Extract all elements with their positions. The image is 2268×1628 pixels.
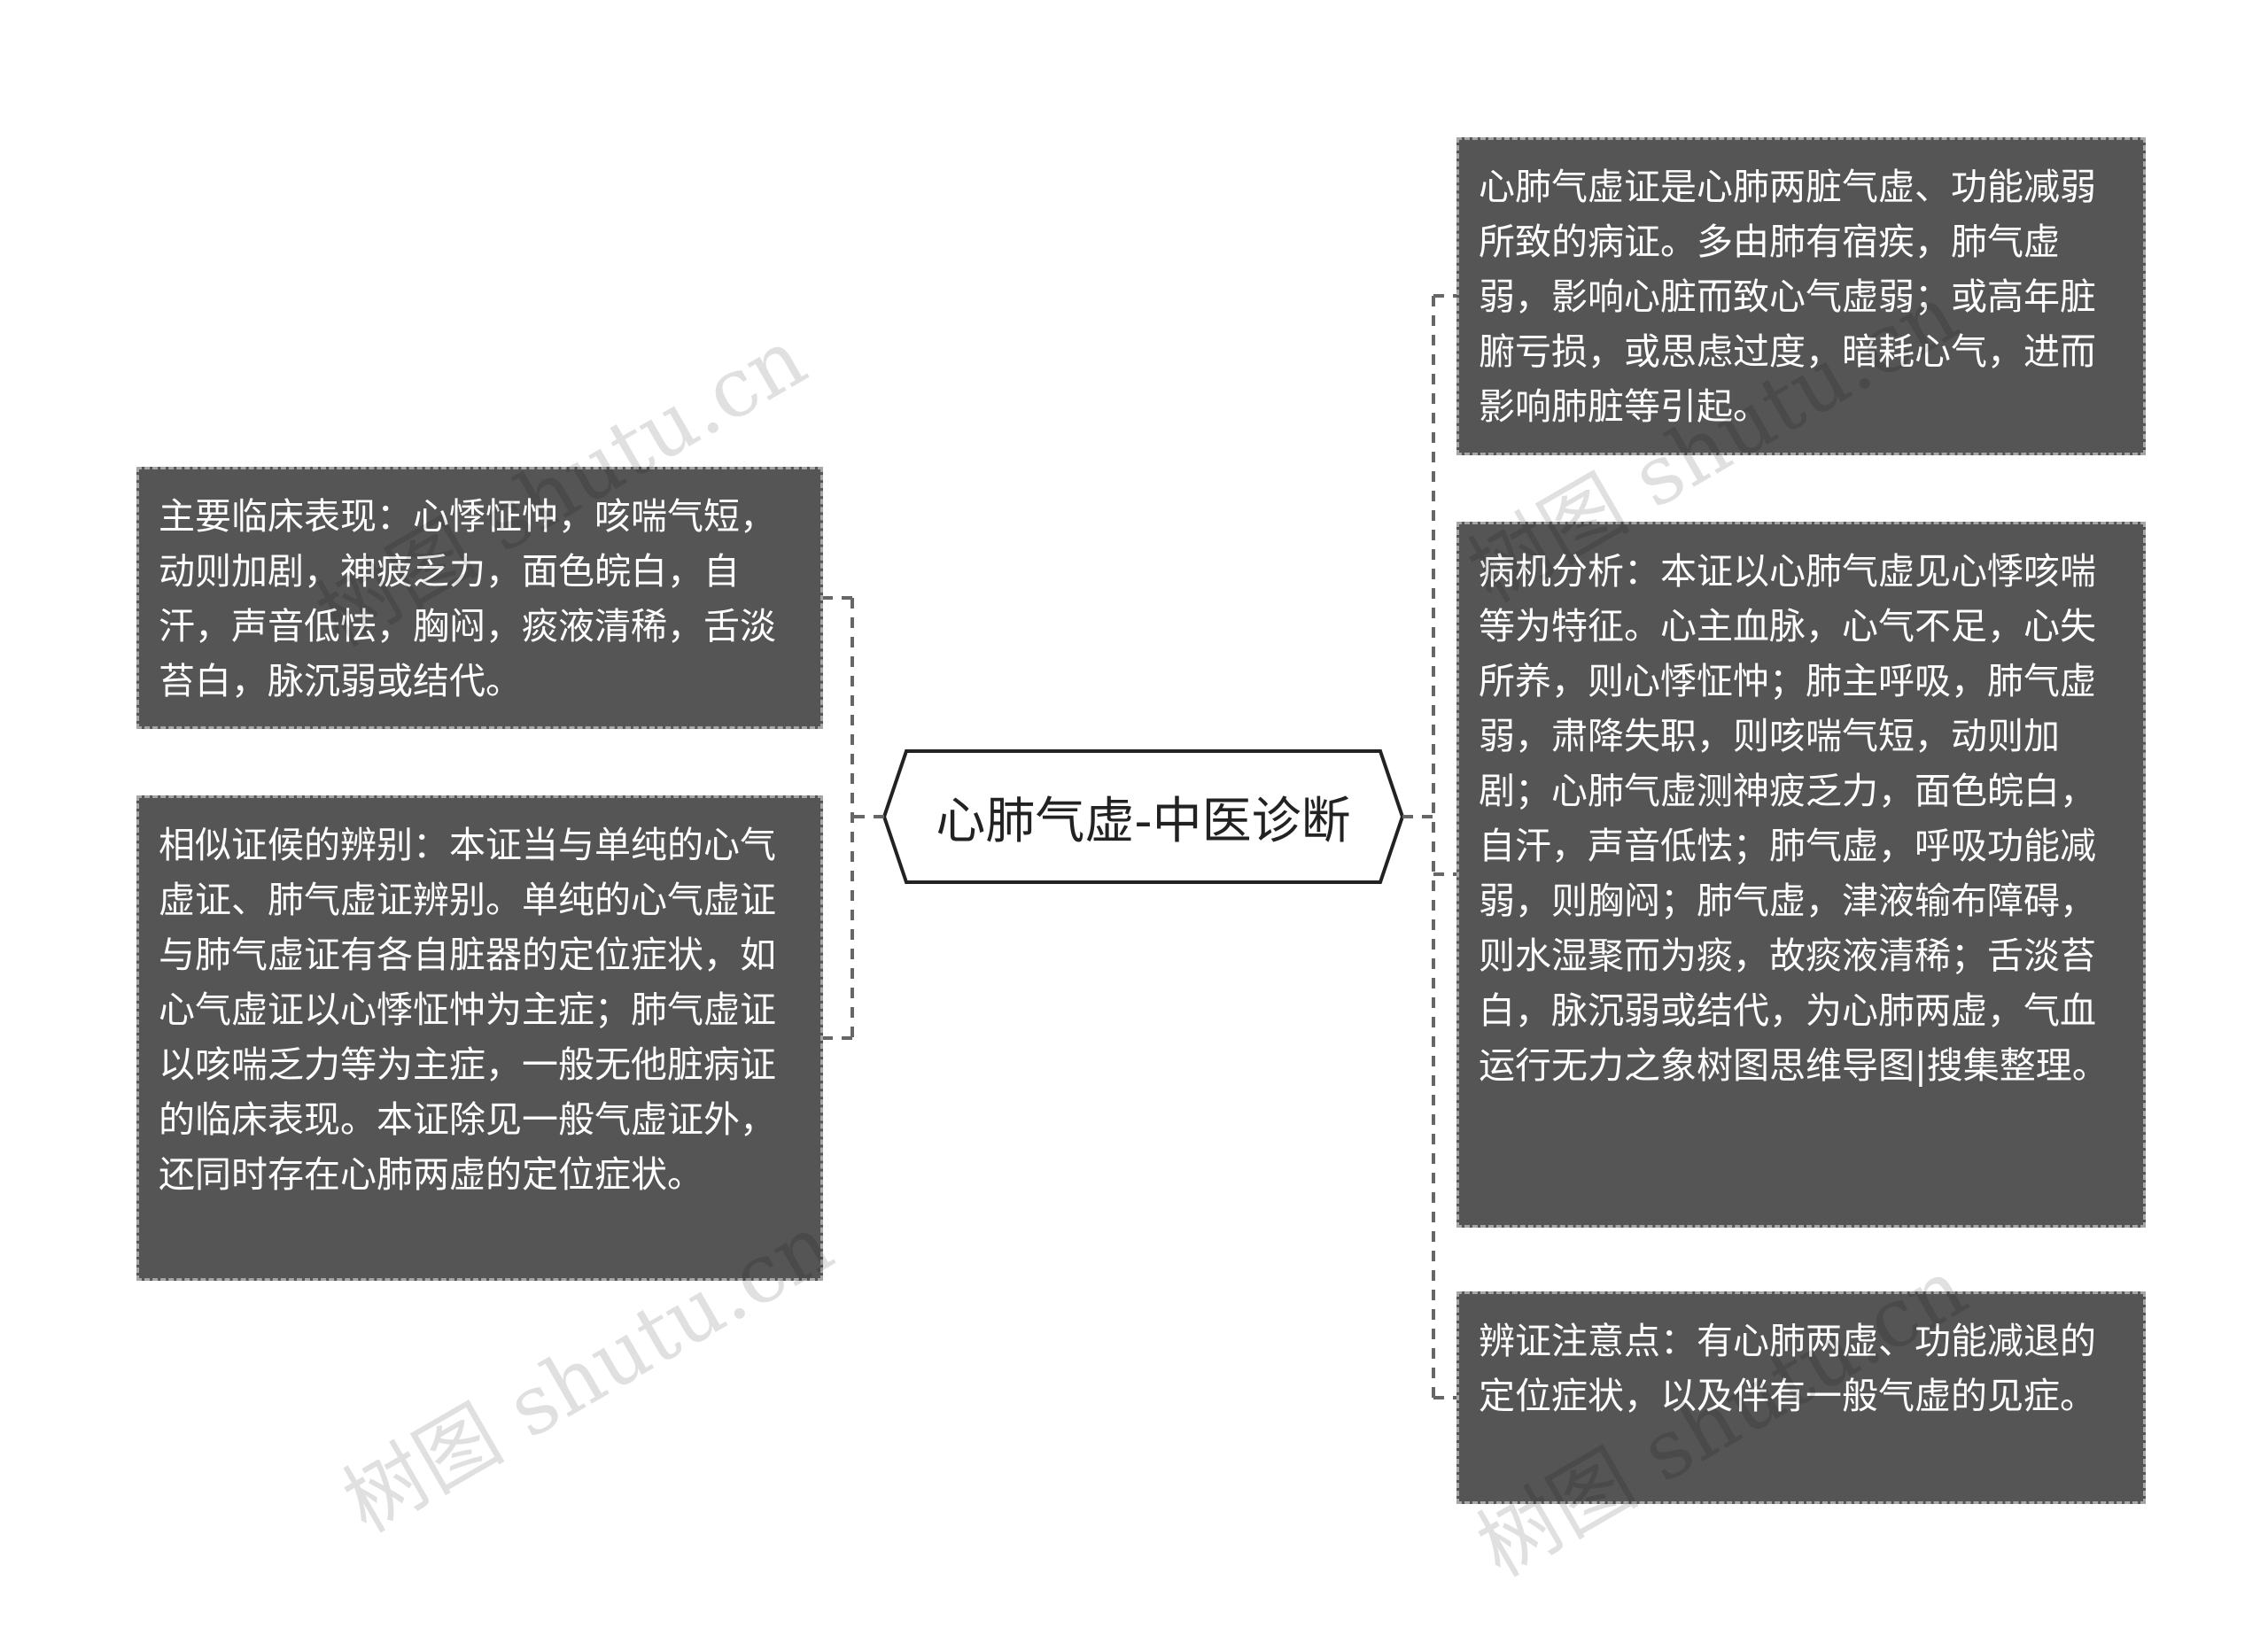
right-connectors — [1402, 294, 1456, 1399]
node-diagnostic-notes[interactable]: 辨证注意点：有心肺两虚、功能减退的定位症状，以及伴有一般气虚的见症。 — [1456, 1291, 2146, 1504]
node-main-symptoms[interactable]: 主要临床表现：心悸怔忡，咳喘气短，动则加剧，神疲乏力，面色皖白，自汗，声音低怯，… — [136, 467, 823, 729]
node-pathogenesis[interactable]: 病机分析：本证以心肺气虚见心悸咳喘等为特征。心主血脉，心气不足，心失所养，则心悸… — [1456, 522, 2146, 1228]
center-node-shape[interactable] — [882, 749, 1405, 884]
node-differential-diagnosis[interactable]: 相似证候的辨别：本证当与单纯的心气虚证、肺气虚证辨别。单纯的心气虚证与肺气虚证有… — [136, 795, 823, 1281]
left-connectors — [823, 596, 884, 1040]
node-definition[interactable]: 心肺气虚证是心肺两脏气虚、功能减弱所致的病证。多由肺有宿疾，肺气虚弱，影响心脏而… — [1456, 137, 2146, 455]
